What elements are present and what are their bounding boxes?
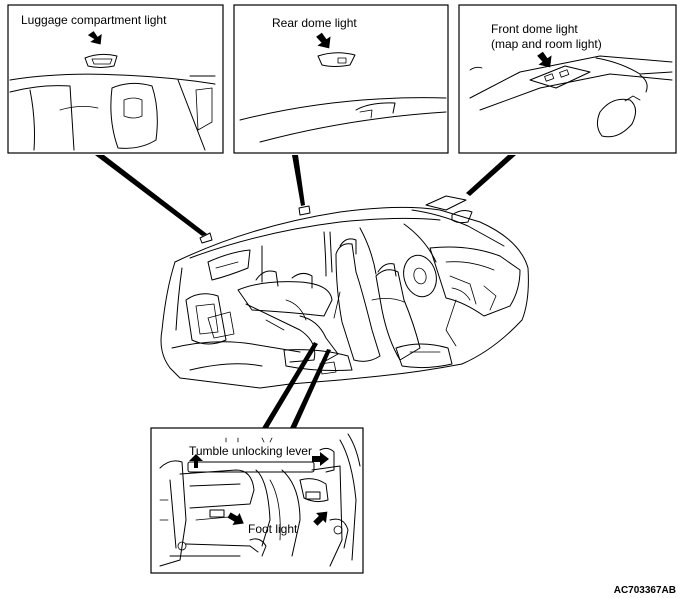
foot-light-lamp-icon [209,509,225,518]
inset-rear-dome-light: Rear dome light [233,4,449,154]
arrow-icon [537,51,552,68]
steering-wheel-icon [403,254,437,298]
label-rear-dome-light: Rear dome light [272,16,357,30]
arrow-icon [316,32,331,49]
leader-lines [95,155,516,428]
front-dome-lamp-icon [529,65,591,89]
vehicle-interior-illustration [160,195,529,389]
label-tumble-unlocking-lever: Tumble unlocking lever [189,444,312,458]
rear-dome-location-icon [298,205,311,216]
arrow-icon [227,512,244,526]
inset-front-dome-light: Front dome light (map and room light) [458,4,677,154]
luggage-light-location-icon [199,232,213,244]
luggage-lamp-icon [84,53,118,68]
arrow-icon [312,452,329,466]
arrow-icon [189,454,203,468]
arrow-icon [313,511,328,526]
inset-luggage-compartment-light: Luggage compartment light [7,4,224,154]
rearview-mirror-icon [596,95,641,138]
foot-light-lamp-icon [305,491,321,500]
label-front-dome-light: Front dome light [491,22,578,36]
inset-tumble-lever-foot-light: Tumble unlocking lever Foot light [150,427,364,574]
rear-dome-lamp-icon [317,52,356,67]
figure-code: AC703367AB [614,585,676,596]
front-dome-location-icon [425,195,467,211]
label-front-dome-light-sub: (map and room light) [491,37,602,51]
label-luggage-compartment-light: Luggage compartment light [21,13,167,27]
label-foot-light: Foot light [248,522,298,536]
arrow-icon [87,31,102,45]
